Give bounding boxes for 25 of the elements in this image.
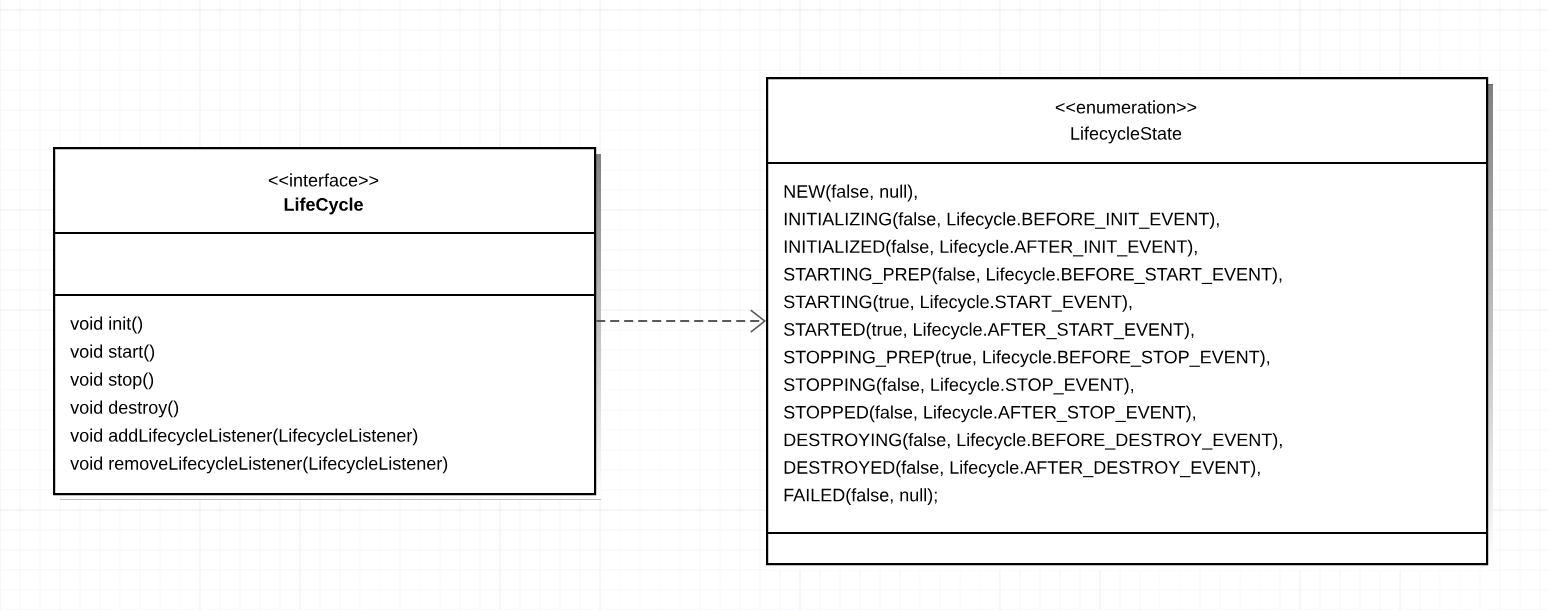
enum-constant: STARTED(true, Lifecycle.AFTER_START_EVENT), bbox=[784, 322, 1194, 340]
method-signature: void stop() bbox=[70, 372, 154, 390]
enum-constant: INITIALIZED(false, Lifecycle.AFTER_INIT_EVENT), bbox=[784, 239, 1197, 257]
enum-constant: STARTING_PREP(false, Lifecycle.BEFORE_START_EVENT), bbox=[784, 267, 1282, 285]
method-signature: void destroy() bbox=[70, 400, 179, 418]
enum-constant: DESTROYED(false, Lifecycle.AFTER_DESTROY_EVENT), bbox=[784, 460, 1260, 478]
method-signature: void removeLifecycleListener(LifecycleListener) bbox=[70, 456, 448, 474]
method-signature: void init() bbox=[70, 316, 143, 334]
enum-constant: STARTING(true, Lifecycle.START_EVENT), bbox=[784, 295, 1132, 312]
method-signature: void start() bbox=[70, 344, 155, 362]
enum-constant: STOPPING_PREP(true, Lifecycle.BEFORE_STOP_EVENT), bbox=[784, 350, 1270, 367]
class-box bbox=[53, 147, 601, 500]
enum-constant: DESTROYING(false, Lifecycle.BEFORE_DESTROY_EVENT), bbox=[784, 433, 1282, 450]
stereotype-label: <<interface>> bbox=[268, 173, 379, 187]
enum-constant: NEW(false, null), bbox=[784, 184, 917, 202]
method-signature: void addLifecycleListener(LifecycleListener) bbox=[70, 428, 418, 446]
class-box bbox=[766, 77, 1493, 570]
class-name: LifeCycle bbox=[284, 197, 363, 215]
class-name: LifecycleState bbox=[1071, 126, 1182, 144]
enum-constant: STOPPING(false, Lifecycle.STOP_EVENT), bbox=[784, 377, 1134, 395]
stereotype-label: <<enumeration>> bbox=[1055, 100, 1197, 114]
enum-constant: INITIALIZING(false, Lifecycle.BEFORE_INIT_EVENT), bbox=[784, 212, 1219, 229]
enum-constant: FAILED(false, null); bbox=[784, 488, 937, 505]
dependency-arrow bbox=[595, 309, 766, 333]
enum-constant: STOPPED(false, Lifecycle.AFTER_STOP_EVENT), bbox=[784, 405, 1196, 423]
